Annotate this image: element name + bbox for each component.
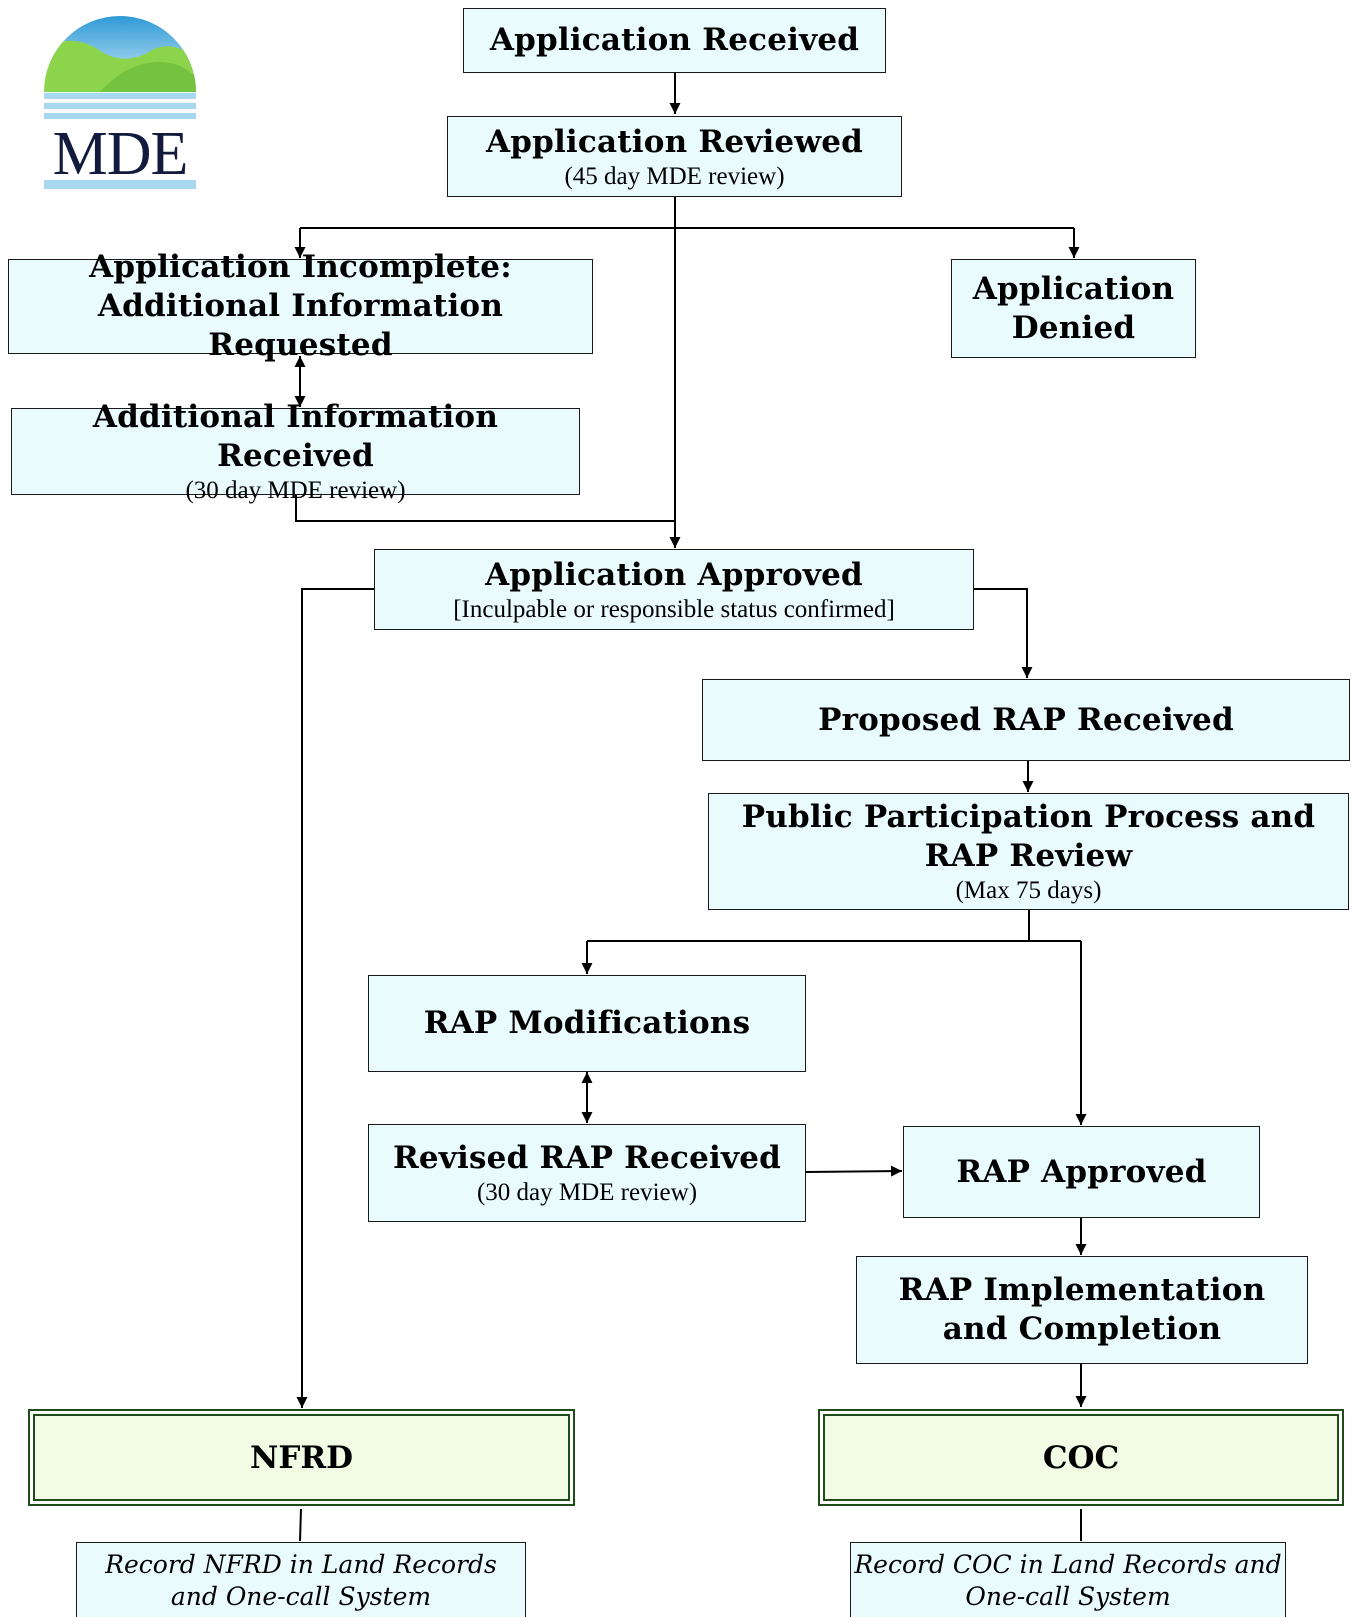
record-line1: Record COC in Land Records and [854, 1550, 1282, 1579]
node-title-line2: Additional Information Requested [97, 288, 504, 363]
node-rap-modifications: RAP Modifications [368, 975, 806, 1072]
node-subtitle: [Inculpable or responsible status confir… [453, 595, 895, 623]
node-title: Application Approved [485, 556, 863, 593]
line-nfrd-to-record [299, 1508, 302, 1542]
node-record-nfrd: Record NFRD in Land Records and One-call… [76, 1542, 526, 1617]
node-title-line1: RAP Implementation [898, 1272, 1266, 1308]
logo-text: MDE [52, 120, 189, 188]
mde-logo [44, 16, 196, 189]
arrow-approved-to-proposed [974, 588, 1033, 678]
node-application-incomplete: Application Incomplete: Additional Infor… [8, 249, 593, 363]
node-title-line2: RAP Review [924, 838, 1133, 874]
node-title-line1: Application [972, 270, 1175, 307]
node-application-denied: Application Denied [951, 259, 1196, 358]
node-public-participation: Public Participation Process and RAP Rev… [708, 793, 1349, 910]
record-line2: One-call System [965, 1582, 1171, 1611]
arrow-approved-to-nfrd [296, 588, 374, 1408]
node-nfrd: NFRD [28, 1409, 575, 1506]
node-title: Application Received [489, 22, 860, 58]
node-rap-approved: RAP Approved [903, 1126, 1260, 1218]
record-line2: and One-call System [170, 1582, 432, 1611]
node-revised-rap-received: Revised RAP Received (30 day MDE review) [368, 1124, 806, 1222]
node-subtitle: (45 day MDE review) [564, 162, 785, 190]
node-proposed-rap-received: Proposed RAP Received [702, 679, 1350, 761]
node-subtitle: (Max 75 days) [955, 877, 1102, 904]
arrow-revised-to-rap-approved [805, 1165, 903, 1177]
node-application-approved: Application Approved [Inculpable or resp… [374, 549, 974, 630]
node-title: RAP Approved [956, 1153, 1207, 1190]
node-title-line2: and Completion [942, 1311, 1222, 1347]
node-title: Application Reviewed [485, 123, 864, 160]
node-additional-info-received: Additional Information Received (30 day … [11, 399, 580, 504]
node-coc: COC [818, 1409, 1344, 1506]
node-title: Proposed RAP Received [818, 701, 1234, 738]
node-record-coc: Record COC in Land Records and One-call … [850, 1542, 1286, 1617]
node-subtitle: (30 day MDE review) [185, 477, 406, 504]
node-title: Revised RAP Received [392, 1140, 782, 1176]
node-title: COC [1042, 1439, 1120, 1476]
node-application-reviewed: Application Reviewed (45 day MDE review) [447, 116, 902, 197]
node-title: Additional Information Received [92, 399, 499, 474]
node-title-line1: Application Incomplete: [89, 249, 512, 285]
line-addlinfo-to-approved [295, 495, 675, 522]
node-title-line1: Public Participation Process and [741, 799, 1316, 835]
node-subtitle: (30 day MDE review) [476, 1179, 698, 1206]
node-title: RAP Modifications [423, 1005, 751, 1041]
record-line1: Record NFRD in Land Records [105, 1550, 497, 1579]
node-title-line2: Denied [1011, 309, 1136, 346]
node-title: NFRD [250, 1439, 353, 1476]
node-application-received: Application Received [463, 8, 886, 73]
node-rap-implementation: RAP Implementation and Completion [856, 1256, 1308, 1364]
